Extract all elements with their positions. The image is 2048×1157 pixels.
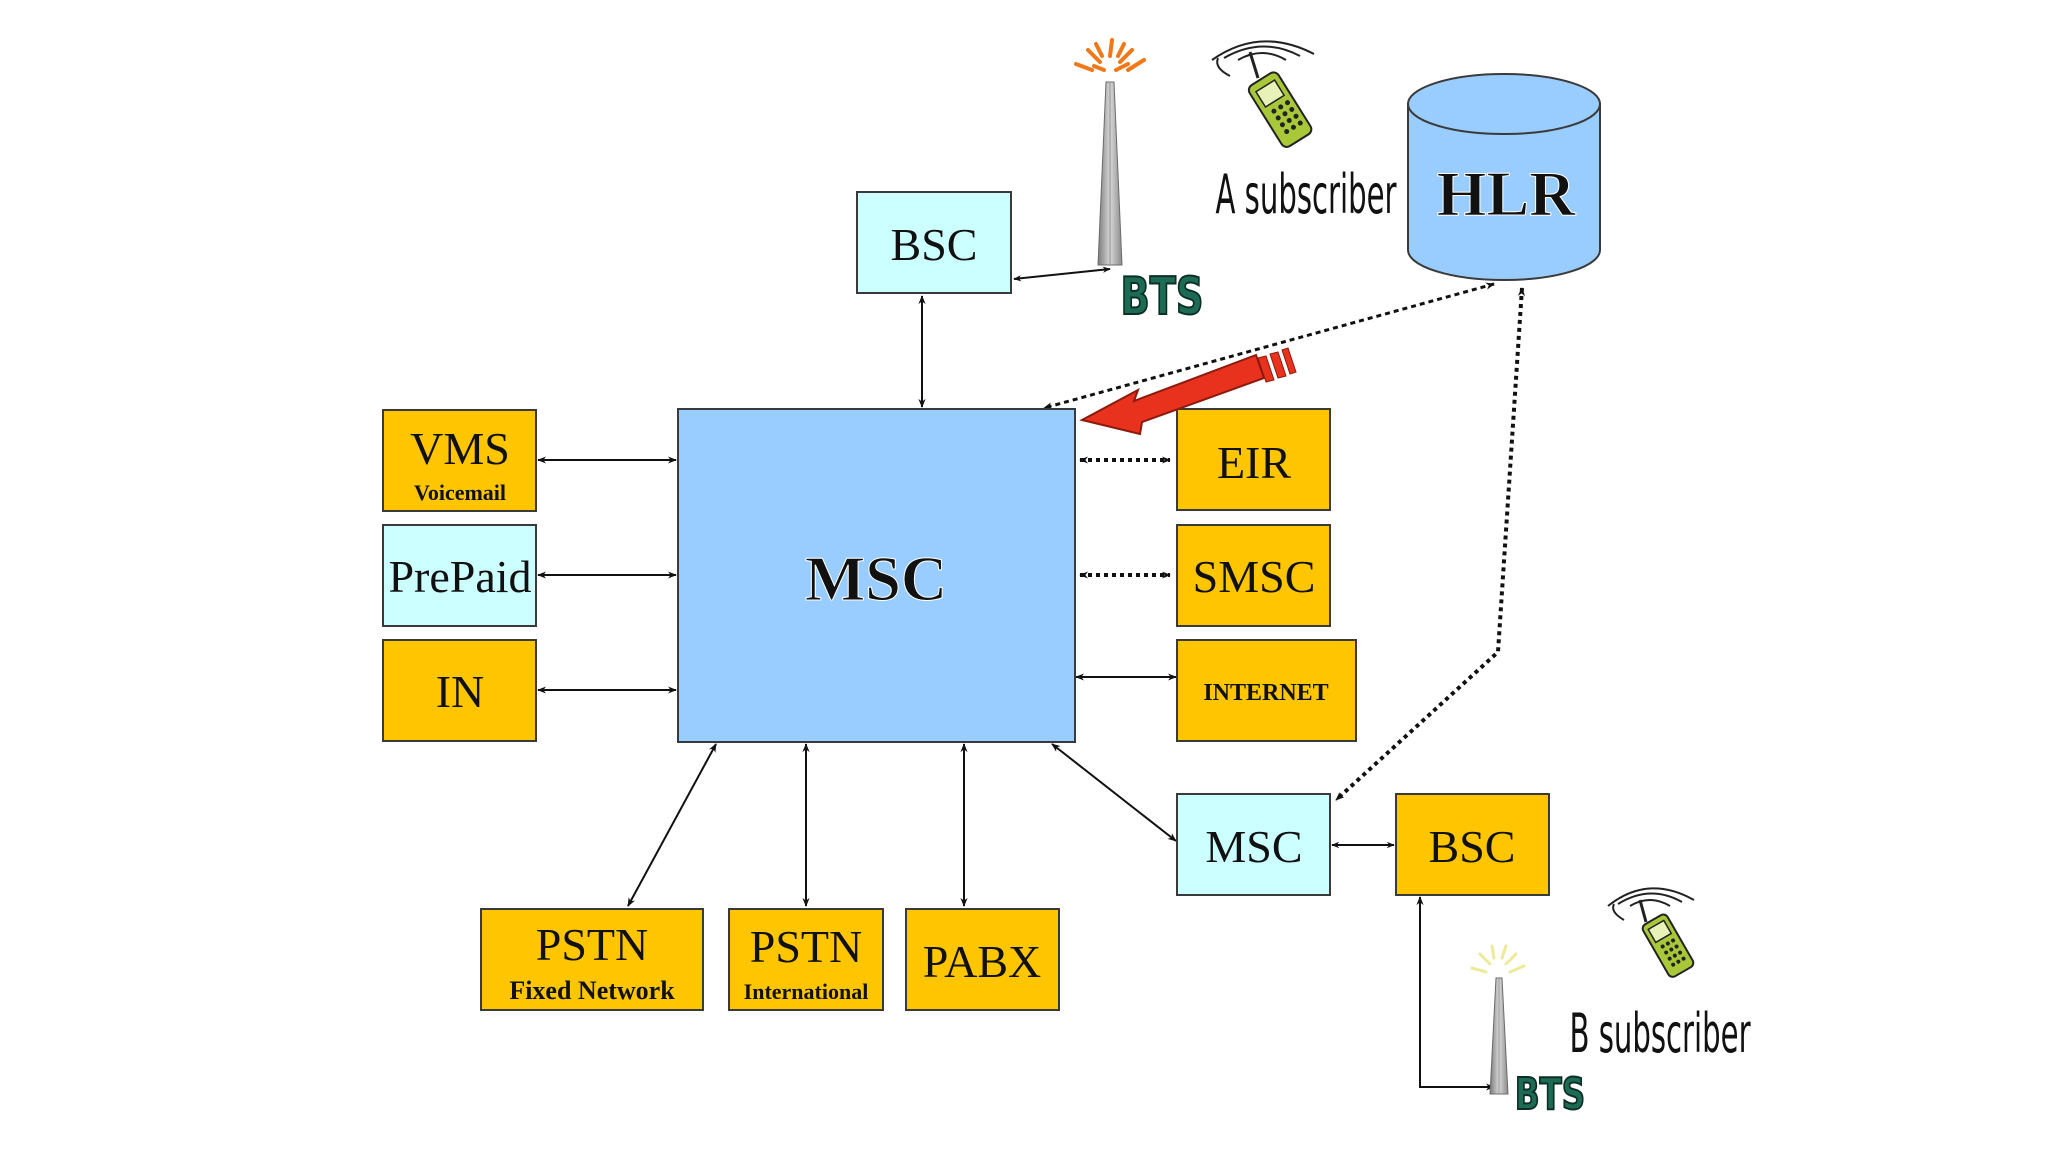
in-label: IN xyxy=(436,666,485,717)
pstn-intl-node[interactable]: PSTN International xyxy=(728,908,884,1011)
pstn-intl-sublabel: International xyxy=(744,979,869,1004)
hlr-label: HLR xyxy=(1437,158,1576,229)
mobile-phone-icon xyxy=(1211,40,1315,148)
connectors xyxy=(537,266,1495,1091)
eir-node[interactable]: EIR xyxy=(1176,408,1331,511)
link-msc-mscb xyxy=(1051,743,1177,842)
vms-node[interactable]: VMS Voicemail xyxy=(382,409,537,512)
internet-label: INTERNET xyxy=(1203,680,1328,706)
link-hlr-mscb xyxy=(1334,287,1526,802)
link-bscb-bts xyxy=(1416,896,1495,1091)
prepaid-label: PrePaid xyxy=(388,551,531,602)
eir-label: EIR xyxy=(1217,437,1291,488)
pabx-label: PABX xyxy=(923,936,1041,987)
pstn-intl-label: PSTN xyxy=(750,921,862,972)
in-node[interactable]: IN xyxy=(382,639,537,742)
pstn-fixed-label: PSTN xyxy=(536,919,648,970)
msc-label: MSC xyxy=(805,543,947,614)
b-subscriber-label: B subscriber xyxy=(1569,1003,1750,1065)
link-msc-pstn-fixed xyxy=(627,743,717,907)
smsc-node[interactable]: SMSC xyxy=(1176,524,1331,627)
radio-tower-icon xyxy=(1470,944,1526,1095)
link-bsc-bts xyxy=(1013,266,1111,282)
msc-b-label: MSC xyxy=(1205,821,1302,872)
msc-node[interactable]: MSC xyxy=(677,408,1076,743)
bts-top-label: BTS xyxy=(1120,267,1203,327)
vms-label: VMS xyxy=(410,423,510,474)
bsc-top-label: BSC xyxy=(891,219,978,270)
bsc-node-b[interactable]: BSC xyxy=(1395,793,1550,896)
prepaid-node[interactable]: PrePaid xyxy=(382,524,537,627)
vms-sublabel: Voicemail xyxy=(414,480,506,505)
radio-tower-icon xyxy=(1074,38,1146,266)
internet-node[interactable]: INTERNET xyxy=(1176,639,1357,742)
link-hlr-msc xyxy=(1043,282,1495,410)
pstn-fixed-node[interactable]: PSTN Fixed Network xyxy=(480,908,704,1011)
hlr-database[interactable]: HLR xyxy=(1407,73,1601,281)
msc-node-b[interactable]: MSC xyxy=(1176,793,1331,896)
bsc-node-top[interactable]: BSC xyxy=(856,191,1012,294)
bsc-b-label: BSC xyxy=(1429,821,1516,872)
signalling-links xyxy=(1079,287,1526,802)
bts-bottom-label: BTS xyxy=(1515,1070,1585,1120)
smsc-label: SMSC xyxy=(1193,551,1316,602)
mobile-phone-icon xyxy=(1607,887,1695,978)
pabx-node[interactable]: PABX xyxy=(905,908,1060,1011)
red-arrow-icon xyxy=(1079,347,1297,436)
pstn-fixed-sublabel: Fixed Network xyxy=(509,976,675,1005)
a-subscriber-label: A subscriber xyxy=(1215,164,1396,226)
